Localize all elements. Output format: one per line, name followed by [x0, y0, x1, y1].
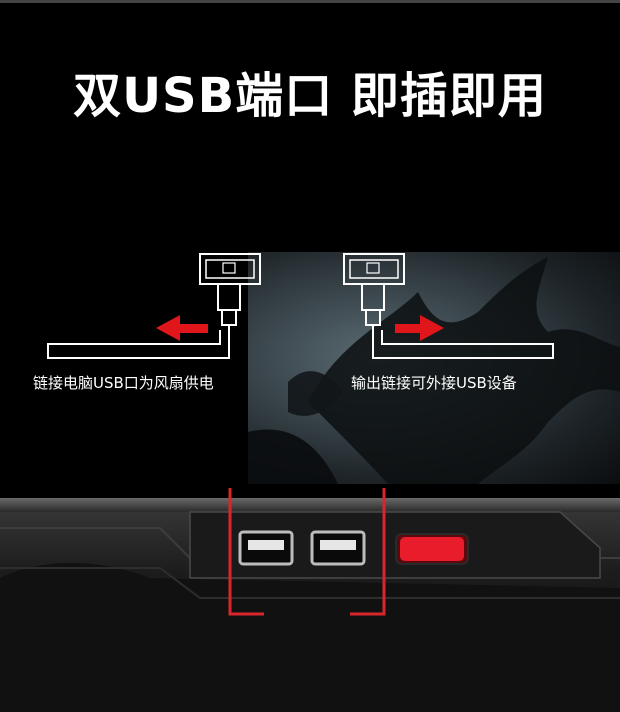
power-button [395, 533, 469, 565]
caption-left: 链接电脑USB口为风扇供电 [33, 374, 214, 392]
laptop-cooler-edge [0, 488, 620, 712]
usb-port-2 [310, 530, 366, 566]
arrow-right-icon [395, 315, 444, 341]
top-divider [0, 0, 620, 3]
page-title: 双USB端口 即插即用 [73, 68, 547, 124]
usb-plug-icon-left [47, 253, 261, 359]
caption-right: 输出链接可外接USB设备 [351, 374, 517, 392]
usb-plug-icon-right [343, 253, 554, 359]
usb-port-1 [238, 530, 294, 566]
usb-connection-diagram [47, 253, 554, 359]
arrow-left-icon [156, 315, 208, 341]
highlight-bracket [228, 488, 386, 616]
dragon-background-image [248, 252, 620, 484]
